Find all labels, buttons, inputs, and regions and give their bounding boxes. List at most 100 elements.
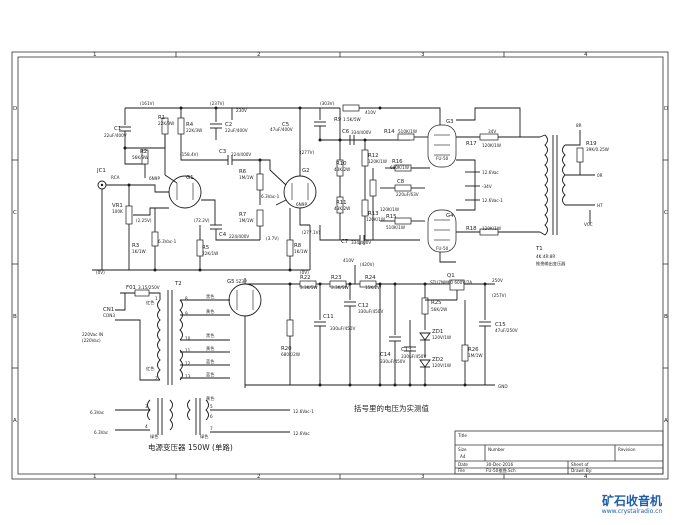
val-R2: 56K/3W bbox=[132, 155, 148, 160]
zone-letter: D bbox=[664, 106, 668, 112]
ref-ZD1: ZD1 bbox=[432, 329, 443, 335]
val-C1: 22uF/400V bbox=[104, 133, 127, 138]
ref-R19: R19 bbox=[586, 141, 597, 147]
out-8r: 8R bbox=[576, 123, 582, 128]
filament-right: 12.6Vac bbox=[293, 431, 310, 436]
val-G2: 6N9P bbox=[296, 202, 307, 207]
val-C8: 220uF/63V bbox=[396, 192, 419, 197]
ref-C14: C14 bbox=[380, 352, 391, 358]
tb-number: Number bbox=[488, 447, 505, 452]
pin-12: 12 bbox=[185, 361, 191, 366]
out-vcc: VCC bbox=[584, 222, 593, 227]
sheet-frame: 1 2 3 4 1 2 3 4 D C B A D C B A bbox=[11, 51, 669, 480]
ref-JC1: JC1 bbox=[96, 168, 106, 174]
val-ZD1: 120V/1W bbox=[432, 335, 451, 340]
ref-R26: R26 bbox=[468, 347, 479, 353]
val-C2: 22uF/400V bbox=[225, 128, 248, 133]
wire-yellow: 黄色 bbox=[206, 395, 215, 402]
pin-6: 6 bbox=[210, 414, 213, 419]
wire-blue: 蓝色 bbox=[206, 358, 215, 364]
heater-g2: 6.3Vac-1 bbox=[261, 194, 280, 199]
volt-277: (277V) bbox=[300, 150, 314, 155]
val-R13: 120K/1W bbox=[366, 217, 385, 222]
output-transformer bbox=[539, 130, 595, 236]
val-C14: 330uF/450V bbox=[380, 359, 405, 364]
tb-drawn: Drawn By: bbox=[571, 468, 592, 473]
ref-Q1: Q1 bbox=[447, 273, 455, 279]
ref-R16: R16 bbox=[392, 159, 403, 165]
val-T1b: 推挽输出变压器 bbox=[536, 260, 566, 267]
volt-230: 230V bbox=[236, 108, 247, 113]
wire-black: 黑色 bbox=[206, 293, 215, 300]
volt-37: (3.7V) bbox=[266, 236, 279, 241]
ref-R18: R18 bbox=[466, 226, 477, 232]
val-R7: 1M/1W bbox=[239, 218, 254, 223]
ref-R8: R8 bbox=[294, 243, 302, 249]
volt-257: (257V) bbox=[492, 293, 506, 298]
pin-3: 3 bbox=[145, 404, 148, 409]
val-R25: 56K/2W bbox=[431, 307, 447, 312]
zone-number: 3 bbox=[421, 474, 425, 480]
val-C15: 47uF/250V bbox=[495, 328, 518, 333]
volt-237: (237V) bbox=[210, 101, 224, 106]
power-supply bbox=[115, 225, 495, 435]
pin-7: 7 bbox=[210, 426, 213, 431]
ref-R7: R7 bbox=[239, 212, 246, 218]
ref-R9: R9 bbox=[334, 117, 342, 123]
out-ht: HT bbox=[597, 203, 603, 208]
ref-R11: R11 bbox=[336, 200, 347, 206]
val-C7: 334/400V bbox=[351, 240, 371, 245]
wire-green: 绿色 bbox=[150, 433, 159, 439]
pin-2: 2 bbox=[155, 376, 158, 381]
pin-8: 8 bbox=[185, 296, 188, 301]
wire-yellow: 黄色 bbox=[206, 308, 215, 315]
val-ZD2: 120V/1W bbox=[432, 363, 451, 368]
tb-file-val: FU-50推挽.Sch bbox=[486, 467, 516, 474]
val-R1: 22K/3W bbox=[158, 121, 174, 126]
pin-9: 9 bbox=[185, 311, 188, 316]
volt-410: 410V bbox=[365, 110, 376, 115]
volt-225: (2.25V) bbox=[136, 218, 152, 223]
val-C6: 334/400V bbox=[351, 130, 371, 135]
val-G3: FU-50 bbox=[436, 156, 449, 161]
ref-R12: R12 bbox=[368, 153, 379, 159]
pin-4: 4 bbox=[145, 424, 148, 429]
volt-72: (72.2V) bbox=[194, 218, 210, 223]
volt-410b: 410V bbox=[343, 258, 354, 263]
ref-R20: R20 bbox=[281, 346, 292, 352]
ref-R13: R13 bbox=[368, 211, 379, 217]
zone-letter: A bbox=[664, 418, 668, 424]
gnd-bus: GND bbox=[498, 384, 508, 389]
wire-green: 绿色 bbox=[200, 433, 209, 439]
ref-R22: R22 bbox=[300, 275, 311, 281]
zone-number: 1 bbox=[93, 52, 97, 58]
val-G1: 6N9P bbox=[149, 176, 160, 181]
ref-R4: R4 bbox=[186, 122, 194, 128]
volt-158: (158.4V) bbox=[180, 152, 198, 157]
volt-303: (303V) bbox=[320, 101, 334, 106]
ref-R17: R17 bbox=[466, 141, 477, 147]
phase-network bbox=[300, 104, 430, 245]
val-C5: 47uF/400V bbox=[270, 127, 293, 132]
val-C8b: 120K/1W bbox=[380, 207, 399, 212]
ref-G2: G2 bbox=[302, 168, 310, 174]
ref-R23: R23 bbox=[331, 275, 342, 281]
wire-red: 红色 bbox=[146, 299, 155, 305]
site-logo: 矿石收音机 www.crystalradio.cn bbox=[588, 492, 676, 522]
component-labels: C1 22uF/400V R1 22K/3W R4 22K/3W R2 56K/… bbox=[82, 101, 609, 452]
ref-C7: C7 bbox=[341, 239, 348, 245]
zone-number: 4 bbox=[584, 52, 588, 58]
ref-CN1: CN1 bbox=[103, 307, 114, 313]
val-R20: 680K/2W bbox=[281, 352, 300, 357]
volt-2771: (277.1V) bbox=[302, 230, 320, 235]
val-R12: 120K/1W bbox=[368, 159, 387, 164]
ref-R14: R14 bbox=[384, 129, 395, 135]
logo-text: 矿石收音机 bbox=[601, 494, 662, 508]
gnd-label: (0V) bbox=[96, 270, 105, 275]
val-R16: 680K/1W bbox=[390, 165, 409, 170]
ref-C8: C8 bbox=[397, 179, 405, 185]
val-R22: 3.3K/5W bbox=[300, 285, 318, 290]
ref-VR1: VR1 bbox=[112, 203, 123, 209]
zone-letter: C bbox=[664, 210, 668, 216]
